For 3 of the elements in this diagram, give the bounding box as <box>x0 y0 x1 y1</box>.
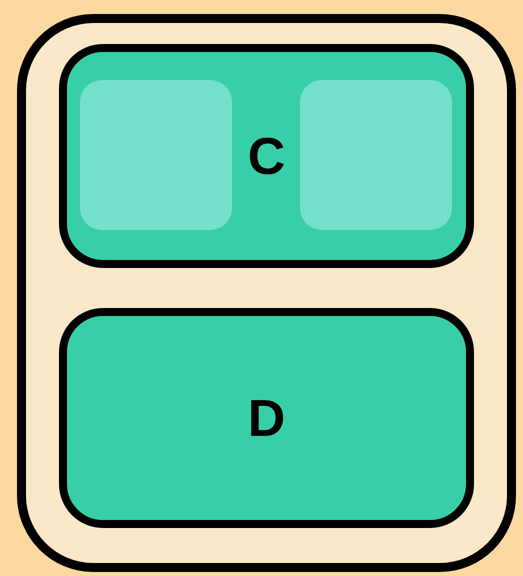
section-box: D <box>59 308 474 528</box>
panel-square <box>80 80 232 230</box>
panel-square <box>300 80 452 230</box>
